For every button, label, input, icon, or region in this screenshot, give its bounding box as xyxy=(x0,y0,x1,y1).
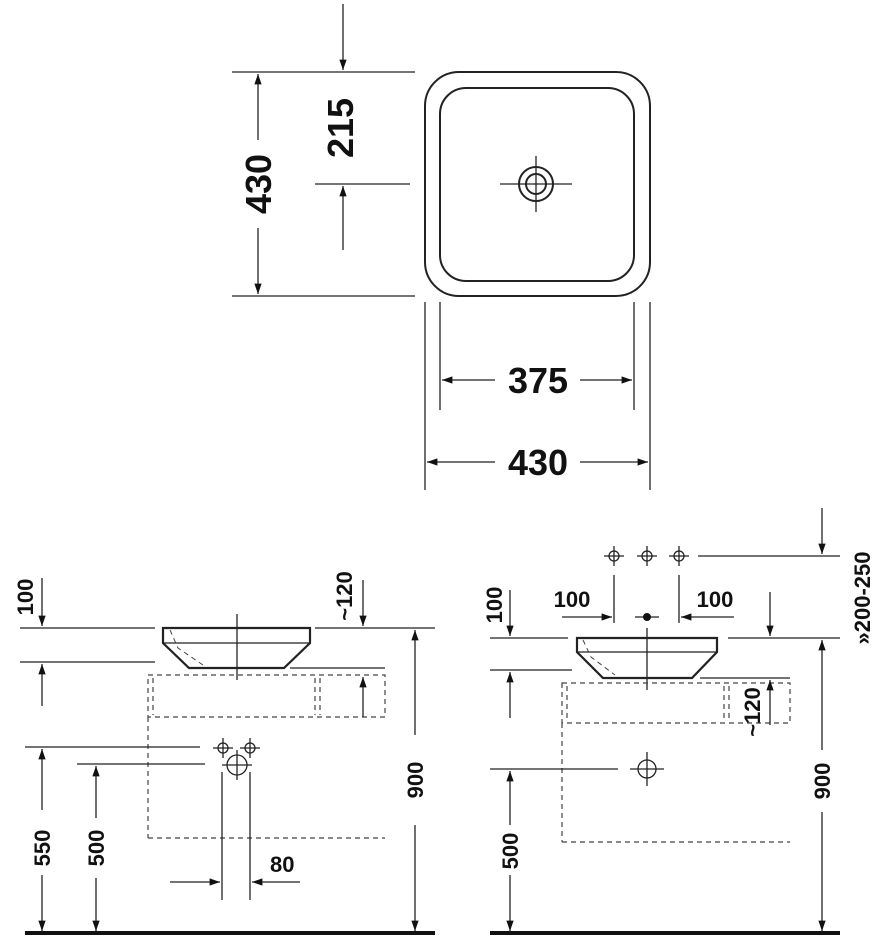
side-view-left: 80 100 ~120 900 550 500 xyxy=(13,571,435,935)
dim-counter-height: 900 xyxy=(403,762,428,799)
dim-bowl-height: 100 xyxy=(13,579,38,616)
dim-bowl-height: 100 xyxy=(482,587,507,624)
basin-outer-outline xyxy=(424,71,651,297)
tap-center-dot xyxy=(643,613,651,621)
supply-valve-icon xyxy=(240,738,260,758)
dim-width-inner: 375 xyxy=(508,360,568,401)
dim-tap-spacing-right: 100 xyxy=(697,587,734,612)
tap-hole-icon xyxy=(604,546,624,566)
dim-drain-height: 500 xyxy=(498,833,523,870)
drain-outlet-icon xyxy=(630,752,664,786)
dim-counter-height: 900 xyxy=(810,763,835,800)
supply-valve-icon xyxy=(213,738,233,758)
dim-rim-depth: ~120 xyxy=(740,687,765,737)
dim-width-outer: 430 xyxy=(508,442,568,483)
top-view: 430 215 375 430 xyxy=(232,4,651,490)
dim-supply-spacing: 80 xyxy=(270,852,294,877)
dim-drain-offset: 215 xyxy=(320,98,361,158)
dim-drain-height: 500 xyxy=(84,830,109,867)
side-view-right: »200-250 100 100 ~120 100 500 900 xyxy=(482,508,875,935)
dim-height-outer: 430 xyxy=(238,154,279,214)
tap-hole-icon xyxy=(669,546,689,566)
dim-supply-height: 550 xyxy=(30,830,55,867)
basin-inner-outline xyxy=(439,87,635,282)
dim-tap-height: »200-250 xyxy=(850,552,875,645)
tap-hole-icon xyxy=(637,546,657,566)
dim-tap-spacing-left: 100 xyxy=(554,587,591,612)
drain-outlet-icon xyxy=(222,750,252,780)
dim-rim-depth: ~120 xyxy=(332,571,357,621)
drain-icon xyxy=(500,156,572,212)
